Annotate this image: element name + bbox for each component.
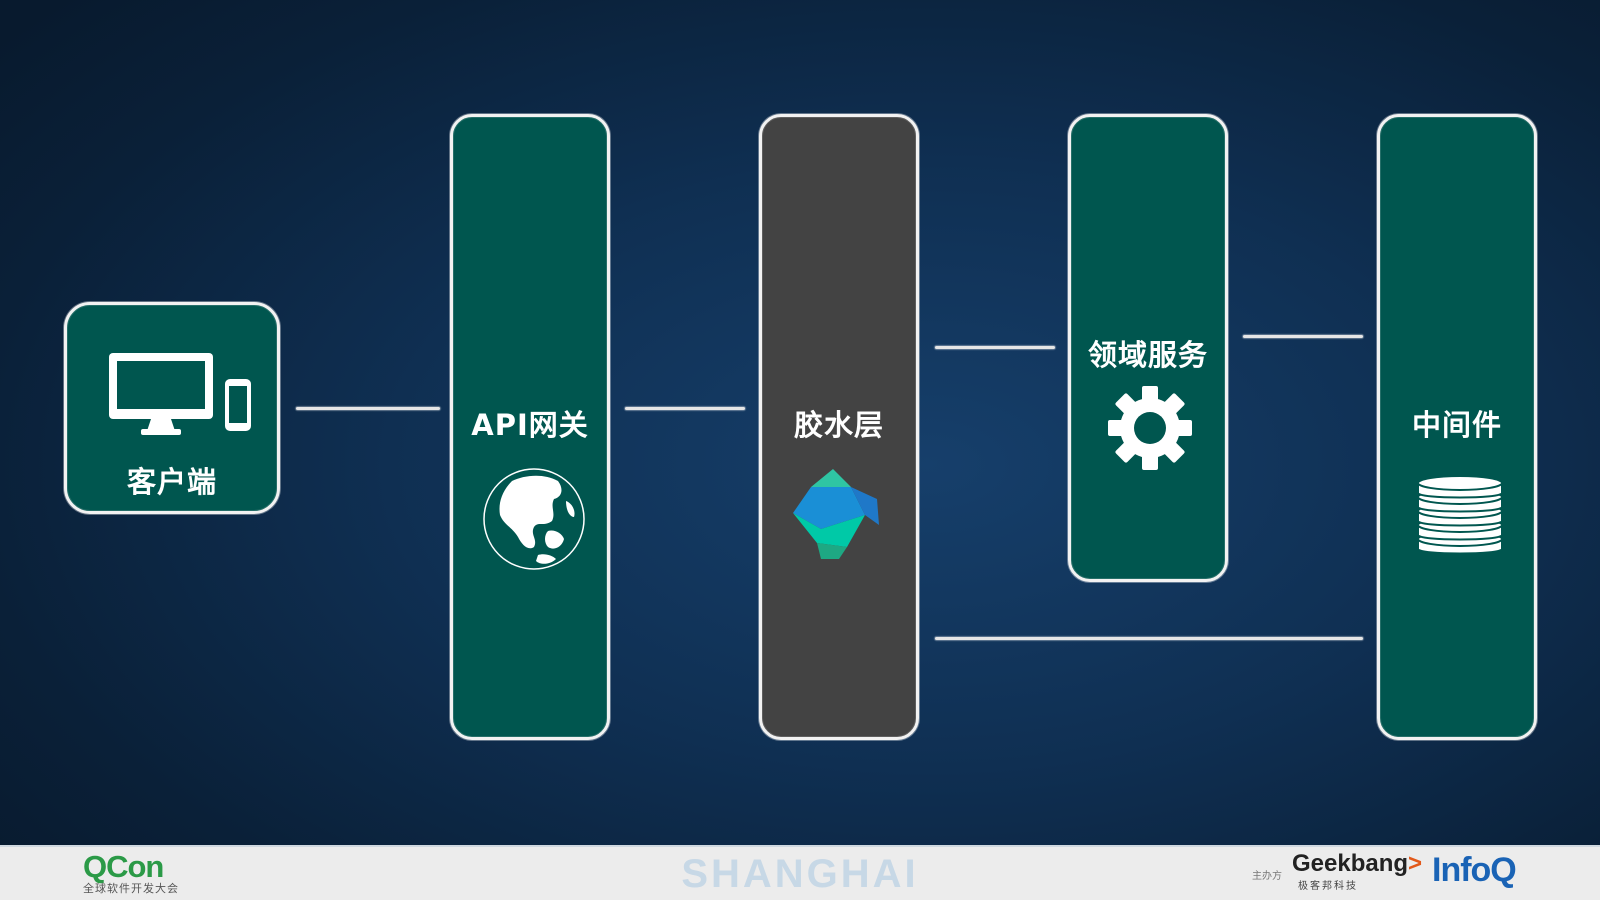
desktop-and-phone-icon (109, 353, 251, 435)
gear-icon (1108, 386, 1192, 470)
geekbang-logo: Geekbang> 极客邦科技 (1292, 850, 1423, 893)
connector-domain-middleware (1243, 335, 1363, 338)
connector-glue-middleware (935, 637, 1363, 640)
globe-icon (483, 468, 585, 570)
qcon-logo: QCon 全球软件开发大会 (83, 851, 179, 895)
qcon-wordmark: QCon (83, 849, 164, 884)
city-label: SHANGHAI (681, 852, 919, 896)
chevron-right-icon: > (1408, 850, 1423, 877)
api-gateway-label: API网关 (471, 408, 589, 442)
connector-client-gateway (296, 407, 440, 410)
glue-layer-node: 胶水层 (759, 114, 919, 740)
host-label: 主办方 (1252, 871, 1282, 882)
qcon-subtitle: 全球软件开发大会 (83, 882, 179, 895)
dart-logo-icon (793, 469, 879, 559)
middleware-node: 中间件 (1377, 114, 1537, 740)
client-label: 客户端 (126, 465, 217, 499)
connector-gateway-glue (625, 407, 745, 410)
client-node: 客户端 (64, 302, 280, 514)
footer-divider (0, 845, 1600, 847)
connector-glue-domain (935, 346, 1055, 349)
middleware-label: 中间件 (1411, 408, 1502, 442)
geekbang-wordmark: Geekbang (1292, 850, 1409, 877)
geekbang-subtitle: 极客邦科技 (1298, 881, 1358, 892)
database-icon (1417, 475, 1503, 555)
domain-service-label: 领域服务 (1087, 338, 1208, 372)
diagram-canvas: 客户端 API网关 胶水层 领域服务 (0, 0, 1600, 845)
infoq-logo: InfoQ (1432, 851, 1517, 889)
api-gateway-node: API网关 (450, 114, 610, 740)
glue-layer-label: 胶水层 (793, 408, 884, 442)
domain-service-node: 领域服务 (1068, 114, 1228, 582)
footer-bar: QCon 全球软件开发大会 SHANGHAI 主办方 Geekbang> 极客邦… (0, 845, 1600, 900)
